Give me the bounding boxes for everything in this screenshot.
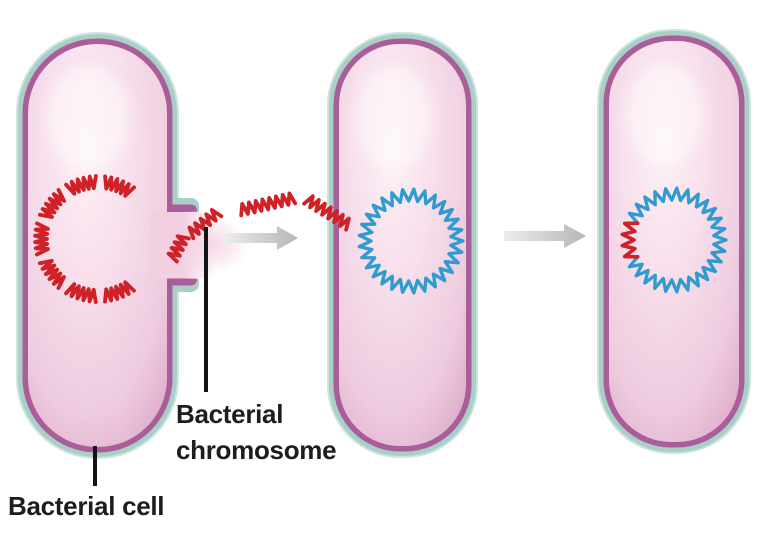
dna-fragment xyxy=(38,187,66,219)
dna-fragment xyxy=(103,174,137,198)
recipient-bacterial-cell xyxy=(327,32,478,458)
dna-fragment xyxy=(239,191,298,218)
bacterial-cell-label: Bacterial cell xyxy=(8,491,165,521)
dna-fragment xyxy=(37,258,66,290)
gloss-highlight xyxy=(354,66,433,169)
bacterial-chromosome-label: Bacterial chromosome xyxy=(176,399,337,465)
integrated-dna-segment xyxy=(620,221,640,259)
dna-fragment xyxy=(64,174,98,196)
circular-chromosome-recipient xyxy=(357,187,465,295)
transformed-bacterial-cell xyxy=(597,29,751,454)
dna-fragment xyxy=(33,221,50,257)
gloss-highlight xyxy=(46,67,130,169)
dna-fragments xyxy=(33,174,351,304)
dna-fragment xyxy=(187,207,224,241)
transfer-arrow-1 xyxy=(224,226,298,250)
gloss-highlight xyxy=(625,63,705,166)
dna-fragment xyxy=(64,282,98,304)
transfer-arrow-2 xyxy=(504,224,586,248)
dna-fragment xyxy=(302,194,351,232)
dna-fragment xyxy=(103,280,136,304)
dna-fragment xyxy=(166,234,191,264)
donor-bacterial-cell xyxy=(16,32,250,459)
